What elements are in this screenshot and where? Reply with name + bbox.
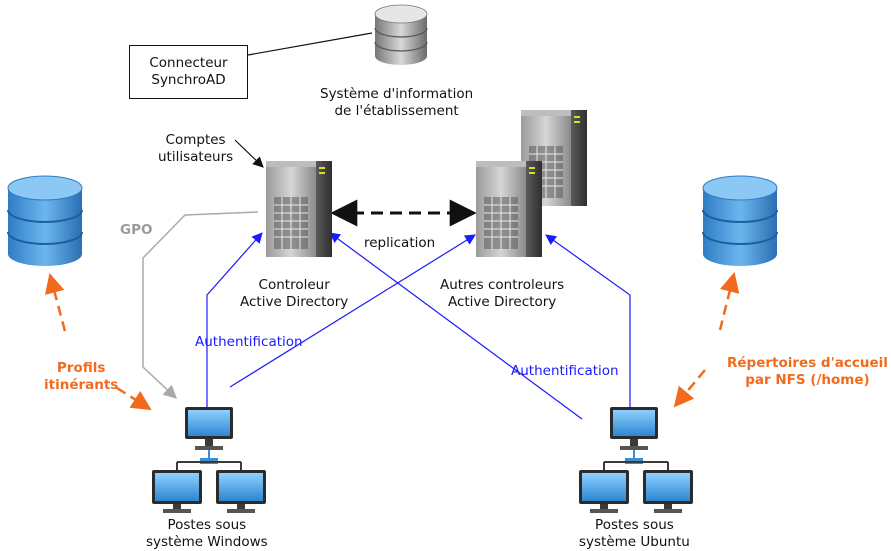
synchroad-connector-box: Connecteur SynchroAD [129, 45, 248, 99]
roaming-profiles-link [50, 275, 150, 409]
windows-line2: système Windows [146, 534, 268, 550]
main-dc-label: Controleur Active Directory [240, 277, 348, 311]
gpo-label: GPO [120, 222, 153, 238]
info-system-label: Système d'information de l'établissement [320, 86, 473, 120]
info-system-line1: Système d'information [320, 86, 474, 102]
other-dc-label: Autres controleurs Active Directory [440, 277, 564, 311]
ubuntu-workstations-icon [579, 407, 693, 513]
windows-stations-label: Postes sous système Windows [146, 517, 268, 551]
auth-right-label: Authentification [511, 363, 619, 379]
main-dc-line2: Active Directory [240, 294, 349, 310]
auth-left-label: Authentification [195, 334, 303, 350]
auth-ubuntu-main-dc [329, 232, 583, 420]
accounts-line2: utilisateurs [158, 149, 234, 165]
connector-db-link [247, 32, 373, 56]
auth-windows-other-dc [229, 234, 476, 388]
home-line1: Répertoires d'accueil [727, 355, 888, 371]
roaming-line1: Profils [56, 360, 106, 376]
ubuntu-line1: Postes sous [595, 517, 674, 533]
accounts-label: Comptes utilisateurs [158, 132, 233, 166]
database-icon [374, 4, 428, 65]
roaming-line2: itinérants [44, 377, 119, 393]
windows-workstations-icon [152, 407, 266, 513]
home-nfs-link [675, 274, 734, 406]
main-dc-server-icon [266, 161, 332, 257]
other-dc-line2: Active Directory [447, 294, 557, 310]
windows-line1: Postes sous [167, 517, 247, 533]
accounts-arrow [234, 139, 264, 168]
main-dc-line1: Controleur [258, 277, 330, 293]
info-system-line2: de l'établissement [334, 103, 459, 119]
replication-label: replication [364, 235, 436, 251]
other-dc-line1: Autres controleurs [440, 277, 565, 293]
accounts-line1: Comptes [165, 132, 226, 148]
home-nfs-label: Répertoires d'accueil par NFS (/home) [727, 355, 888, 389]
roaming-profiles-label: Profils itinérants [44, 360, 118, 394]
home-line2: par NFS (/home) [745, 372, 870, 388]
ubuntu-line2: système Ubuntu [579, 534, 690, 550]
connector-label-line1: Connecteur [149, 55, 228, 71]
auth-ubuntu-other-dc [545, 234, 631, 407]
roaming-profiles-database-icon [7, 175, 83, 266]
ubuntu-stations-label: Postes sous système Ubuntu [579, 517, 690, 551]
other-dc-server-front-icon [476, 161, 542, 257]
home-directories-database-icon [702, 175, 778, 266]
auth-windows-main-dc [206, 232, 263, 407]
connector-label-line2: SynchroAD [151, 72, 226, 88]
